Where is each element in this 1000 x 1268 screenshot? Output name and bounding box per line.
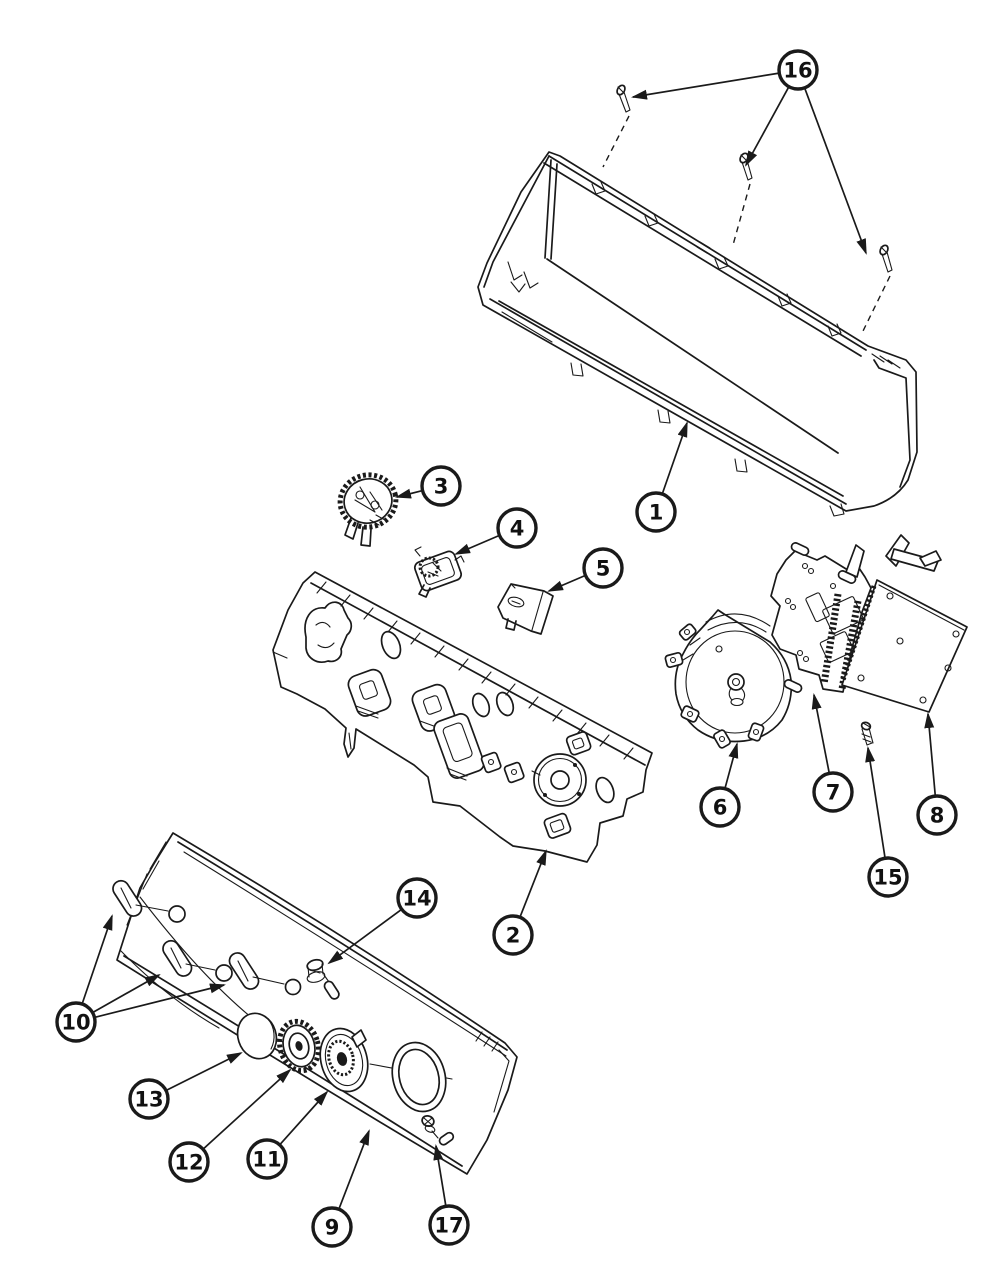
leader-arrow <box>811 693 831 774</box>
dial-disc <box>236 1012 284 1060</box>
callout-number: 4 <box>510 517 525 541</box>
callout-circle <box>492 914 534 956</box>
mounting-bracket <box>770 542 872 693</box>
selector-knob <box>319 1027 369 1093</box>
callout-number: 2 <box>506 924 521 948</box>
leader-arrow <box>202 1068 292 1150</box>
callout-4: 4 <box>454 507 538 555</box>
callout-5: 5 <box>547 547 624 592</box>
callout-number: 16 <box>783 59 812 83</box>
callout-circle <box>128 1078 170 1120</box>
callout-circle <box>635 491 677 533</box>
leader-arrow <box>338 1129 370 1210</box>
callout-15: 15 <box>865 746 909 898</box>
leader-arrow <box>433 1144 447 1207</box>
callout-number: 11 <box>252 1148 281 1172</box>
callout-8: 8 <box>916 712 958 836</box>
callout-number: 6 <box>713 796 728 820</box>
board-clips <box>845 534 942 578</box>
callout-circle <box>496 507 538 549</box>
control-panel-bracket <box>272 571 653 863</box>
callout-16: 16 <box>631 49 867 255</box>
callout-number: 3 <box>434 475 449 499</box>
leader-arrow <box>519 849 547 918</box>
screw-icon <box>860 721 874 746</box>
screw-icon <box>602 84 631 168</box>
callout-number: 9 <box>325 1216 340 1240</box>
callout-number: 7 <box>826 781 841 805</box>
callout-circle <box>916 794 958 836</box>
callout-number: 5 <box>596 557 611 581</box>
leader-arrow <box>94 983 226 1019</box>
callout-number: 12 <box>174 1151 203 1175</box>
control-board <box>840 579 968 713</box>
callout-circle <box>699 786 741 828</box>
screw-icon <box>732 152 753 246</box>
callout-10: 10 <box>55 914 226 1043</box>
callout-12: 12 <box>168 1068 292 1183</box>
leader-arrow <box>327 908 403 965</box>
panel-knobs <box>236 1012 455 1146</box>
console-housing <box>477 151 918 517</box>
leader-arrow <box>454 534 500 555</box>
leader-arrow <box>803 87 867 255</box>
callout-number: 10 <box>61 1011 90 1035</box>
callout-circle <box>311 1206 353 1248</box>
leader-arrow <box>279 1090 329 1146</box>
screw-icon <box>862 244 893 332</box>
callout-3: 3 <box>395 465 462 507</box>
callout-6: 6 <box>699 742 741 828</box>
gearcase-cover <box>664 609 793 749</box>
callout-circle <box>777 49 819 91</box>
dial-bezel-ring <box>391 1041 447 1113</box>
leader-arrow <box>745 86 790 167</box>
callout-circle <box>168 1141 210 1183</box>
callout-circle <box>246 1138 288 1180</box>
callout-circle <box>55 1001 97 1043</box>
rotary-switch <box>413 546 465 598</box>
leader-arrow <box>92 974 161 1014</box>
callout-7: 7 <box>811 693 854 813</box>
screw-with-washer <box>421 1115 455 1146</box>
callout-number: 8 <box>930 804 945 828</box>
grommet <box>306 958 340 1000</box>
callout-circle <box>396 877 438 919</box>
callout-number: 14 <box>402 887 431 911</box>
callout-2: 2 <box>492 849 547 956</box>
callout-14: 14 <box>327 877 438 965</box>
leader-arrow <box>395 488 423 499</box>
callout-1: 1 <box>635 421 688 533</box>
callout-circle <box>428 1204 470 1246</box>
callout-circle <box>420 465 462 507</box>
gear-knob <box>277 1018 321 1074</box>
callout-17: 17 <box>428 1144 470 1246</box>
timer-assembly <box>337 472 399 547</box>
callout-13: 13 <box>128 1052 243 1120</box>
callout-circle <box>867 856 909 898</box>
leader-arrow <box>865 746 886 859</box>
leader-arrow <box>81 914 113 1005</box>
callout-circle <box>812 771 854 813</box>
callout-circle <box>582 547 624 589</box>
callout-11: 11 <box>246 1090 329 1180</box>
leader-arrow <box>724 742 739 789</box>
console-front-panel <box>116 832 518 1175</box>
callout-number: 17 <box>434 1214 463 1238</box>
callout-9: 9 <box>311 1129 370 1248</box>
leader-arrow <box>547 574 586 592</box>
callout-number: 1 <box>649 501 664 525</box>
leader-arrow <box>924 712 937 797</box>
endcap-buttons <box>112 879 340 1000</box>
callout-number: 13 <box>134 1088 163 1112</box>
callout-number: 15 <box>873 866 902 890</box>
leader-arrow <box>165 1052 243 1092</box>
leader-arrow <box>661 421 688 495</box>
switch-box <box>497 583 554 635</box>
leader-arrow <box>631 72 780 100</box>
